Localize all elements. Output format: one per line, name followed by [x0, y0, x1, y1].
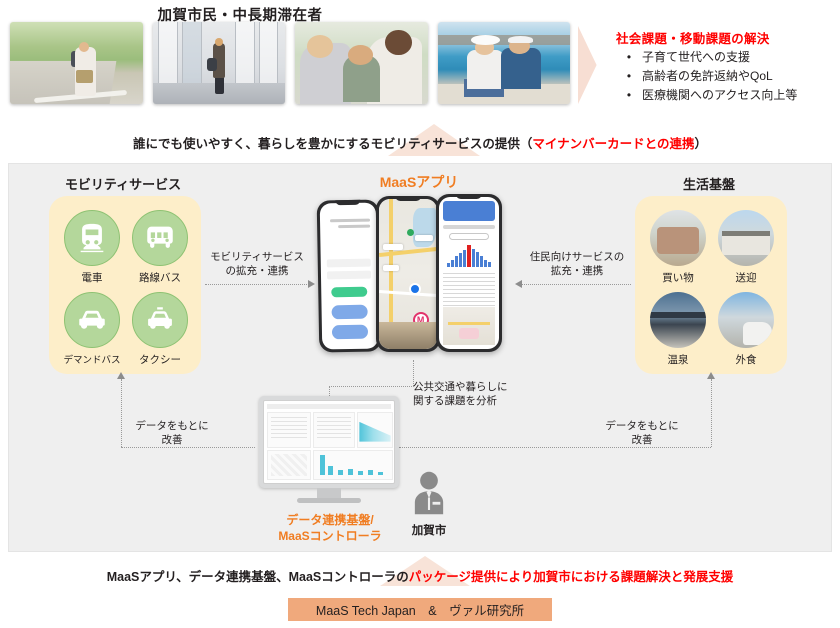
phone-notch: [335, 199, 361, 206]
boy-running-photo: [10, 22, 143, 104]
connector-line-center-h: [329, 386, 414, 387]
subtitle: 誰にでも使いやすく、暮らしを豊かにするモビリティサービスの提供（マイナンバーカー…: [0, 133, 840, 152]
page-title: 加賀市民・中長期滞在者: [157, 8, 323, 24]
mobility-tile-label: デマンドバス: [63, 355, 121, 366]
station-photo: [718, 210, 774, 266]
phone-notch: [395, 196, 421, 201]
connector-label-bottom-right: データをもとに改善: [605, 420, 679, 446]
subtitle-tail: ）: [694, 137, 708, 151]
mobility-tile-taxi[interactable]: タクシー: [129, 292, 191, 367]
city-officer: 加賀市: [393, 470, 465, 538]
life-infrastructure-card: 買い物 送迎 温泉 外食: [635, 196, 787, 374]
mobility-section-title: モビリティサービス: [64, 177, 182, 192]
restaurant-photo: [718, 292, 774, 348]
histogram-chart: [447, 245, 492, 267]
challenge-item: • 高齢者の免許返納やQoL: [616, 67, 840, 85]
challenge-block: 社会課題・移動課題の解決 • 子育て世代への支援 • 高齢者の免許返納やQoL …: [616, 28, 840, 104]
mobility-tile-label: 電車: [81, 272, 103, 284]
family-photo: [295, 22, 428, 104]
arrow-right-icon: [308, 280, 315, 288]
phone-data-screen: [436, 194, 502, 352]
email-field[interactable]: [326, 258, 371, 268]
partner-badge-label: MaaS Tech Japan & ヴァル研究所: [315, 604, 525, 618]
bus-icon: [132, 210, 188, 266]
footer-statement: MaaSアプリ、データ連携基盤、MaaSコントローラのパッケージ提供により加賀市…: [0, 566, 840, 585]
life-tile-dining[interactable]: 外食: [715, 292, 777, 367]
senior-couple-photo: [437, 22, 570, 104]
life-tile-label: 買い物: [662, 272, 694, 284]
bullet-icon: •: [626, 50, 632, 64]
mobility-tile-label: 路線バス: [139, 272, 181, 284]
filter-dropdown[interactable]: [449, 233, 489, 240]
car-icon: [64, 292, 120, 348]
mobility-tile-train[interactable]: 電車: [61, 210, 123, 285]
mobility-services-card: 電車 路線バス デマンドバス タクシー: [49, 196, 201, 374]
connector-line-left: [205, 284, 309, 285]
arrow-left-icon: [515, 280, 522, 288]
life-tile-transfer[interactable]: 送迎: [715, 210, 777, 285]
life-section-title: 生活基盤: [682, 177, 735, 192]
subtitle-lead: 誰にでも使いやすく、暮らしを豊かにするモビリティサービスの提供（: [132, 137, 533, 151]
life-tile-onsen[interactable]: 温泉: [647, 292, 709, 367]
taxi-icon: [132, 292, 188, 348]
arrow-up-icon: [707, 372, 715, 379]
life-tile-label: 送迎: [735, 272, 757, 284]
connector-line-center-v2: [329, 386, 330, 398]
footer-highlight: パッケージ提供により加賀市における課題解決と発展支援: [408, 570, 734, 584]
maas-section-title: MaaSアプリ: [379, 174, 459, 190]
connector-line-br-h: [399, 447, 711, 448]
connector-label-center: 公共交通や暮らしに関する課題を分析: [413, 381, 508, 407]
subtitle-highlight: マイナンバーカードとの連携: [532, 137, 695, 151]
challenge-item: • 子育て世代への支援: [616, 48, 840, 66]
connector-label-right: 住民向けサービスの拡充・連携: [529, 251, 625, 277]
chevron-right-icon: [578, 26, 597, 104]
mini-map: [443, 307, 495, 345]
create-account-button[interactable]: [331, 304, 368, 320]
diagram-panel: モビリティサービス 電車 路線バス デマンドバス タクシー Ma: [8, 163, 832, 552]
password-field[interactable]: [326, 270, 372, 280]
connector-line-right: [521, 284, 631, 285]
phone-notch: [455, 194, 483, 199]
life-tile-shopping[interactable]: 買い物: [647, 210, 709, 285]
onsen-photo: [650, 292, 706, 348]
bullet-icon: •: [626, 69, 632, 83]
mobility-tile-bus[interactable]: 路線バス: [129, 210, 191, 285]
mobility-tile-demand-bus[interactable]: デマンドバス: [61, 292, 123, 366]
challenge-item-label: 高齢者の免許返納やQoL: [642, 69, 773, 83]
connector-line-bl-h: [121, 447, 255, 448]
controller-label: データ連携基盤/ MaaSコントローラ: [278, 513, 382, 543]
connector-label-bottom-left: データをもとに改善: [135, 420, 209, 446]
challenge-item-label: 子育て世代への支援: [642, 50, 751, 64]
connector-line-bl-v: [121, 379, 122, 447]
connector-line-center-v1: [413, 360, 414, 386]
bullet-icon: •: [626, 88, 632, 102]
life-tile-label: 外食: [735, 354, 757, 366]
photo-strip: [10, 22, 570, 104]
train-icon: [64, 210, 120, 266]
dashboard-monitor: [259, 396, 399, 504]
map-marker-icon: [406, 229, 414, 236]
arrow-up-icon: [117, 372, 125, 379]
challenge-item-label: 医療機関へのアクセス向上等: [642, 88, 798, 102]
reset-password-button[interactable]: [331, 324, 369, 340]
phone-login-screen: [316, 199, 382, 353]
challenge-item: • 医療機関へのアクセス向上等: [616, 86, 840, 104]
footer-lead: MaaSアプリ、データ連携基盤、MaaSコントローラの: [106, 570, 409, 584]
mobility-tile-label: タクシー: [139, 354, 181, 366]
city-officer-label: 加賀市: [411, 525, 447, 537]
business-person-icon: [407, 471, 451, 520]
phone-map-screen: M: [376, 196, 440, 352]
login-button[interactable]: [331, 286, 368, 298]
current-location-icon: [409, 283, 422, 295]
connector-label-left: モビリティサービスの拡充・連携: [210, 251, 304, 277]
challenge-title: 社会課題・移動課題の解決: [616, 32, 770, 46]
woman-commuting-photo: [152, 22, 285, 104]
connector-line-br-v: [711, 379, 712, 447]
life-tile-label: 温泉: [667, 354, 689, 366]
shopping-photo: [650, 210, 706, 266]
maas-app-phones: M: [314, 194, 514, 354]
partner-badge: MaaS Tech Japan & ヴァル研究所: [288, 598, 552, 621]
